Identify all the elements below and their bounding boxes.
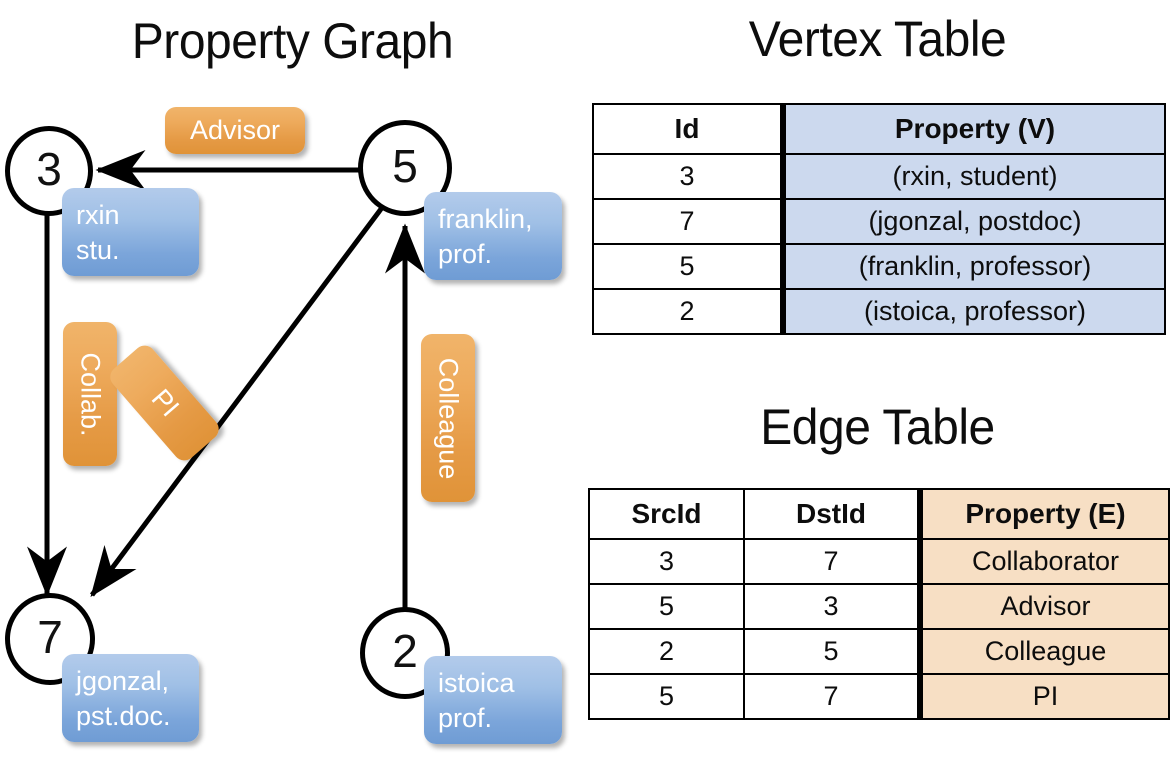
edge-5-to-7 (89, 203, 387, 598)
vertex-row-1-id: 7 (592, 198, 784, 245)
edge-row-2-property: Colleague (917, 628, 1170, 675)
vertex-table: Id Property (V) 3 (rxin, student) 7 (jgo… (592, 103, 1166, 335)
node-property-box-3: rxin stu. (62, 188, 199, 276)
edge-row-1-dst: 3 (743, 583, 921, 630)
edge-table-header-srcid: SrcId (588, 488, 745, 540)
edge-label-advisor-text: Advisor (189, 115, 281, 145)
table-row[interactable]: 5 (franklin, professor) (592, 243, 1166, 290)
vertex-row-1-property: (jgonzal, postdoc) (780, 198, 1166, 245)
table-row[interactable]: 7 (jgonzal, postdoc) (592, 198, 1166, 245)
vertex-row-3-property: (istoica, professor) (780, 288, 1166, 335)
table-row[interactable]: 5 3 Advisor (588, 583, 1170, 630)
edge-label-collab: Collab. (63, 322, 117, 466)
edge-row-3-property: PI (917, 673, 1170, 720)
edge-row-0-dst: 7 (743, 538, 921, 585)
table-row[interactable]: 2 5 Colleague (588, 628, 1170, 675)
edge-table-header-property: Property (E) (917, 488, 1170, 540)
vertex-node-3-id: 3 (36, 143, 62, 195)
node-7-prop-line-2: pst.doc. (76, 701, 171, 732)
edge-row-2-src: 2 (588, 628, 745, 675)
vertex-table-header-property: Property (V) (780, 103, 1166, 155)
node-2-prop-line-2: prof. (438, 703, 493, 734)
table-row[interactable]: 5 7 PI (588, 673, 1170, 720)
node-5-prop-line-2: prof. (438, 239, 493, 270)
edge-table-header-dstid: DstId (743, 488, 921, 540)
edge-label-pi-text: PI (145, 383, 185, 423)
vertex-node-2-id: 2 (392, 625, 418, 677)
vertex-table-header-id: Id (592, 103, 784, 155)
property-graph-panel: Property Graph Advisor Collab. PI Collea… (5, 13, 562, 744)
edge-row-1-src: 5 (588, 583, 745, 630)
node-property-box-2: istoica prof. (424, 656, 562, 744)
edge-table-header-row: SrcId DstId Property (E) (588, 488, 1170, 540)
edge-row-3-src: 5 (588, 673, 745, 720)
node-7-prop-line-1: jgonzal, (76, 666, 170, 696)
edge-table: SrcId DstId Property (E) 3 7 Collaborato… (588, 488, 1170, 720)
node-property-box-7: jgonzal, pst.doc. (62, 654, 199, 742)
vertex-row-2-id: 5 (592, 243, 784, 290)
node-property-box-5: franklin, prof. (424, 192, 562, 280)
node-3-prop-line-1: rxin (76, 200, 120, 230)
edge-row-0-src: 3 (588, 538, 745, 585)
vertex-node-2[interactable]: 2 (360, 607, 450, 699)
vertex-row-0-property: (rxin, student) (780, 153, 1166, 200)
edge-table-title: Edge Table (760, 399, 995, 455)
vertex-row-0-id: 3 (592, 153, 784, 200)
edge-label-colleague-text: Colleague (433, 357, 464, 479)
table-row[interactable]: 3 7 Collaborator (588, 538, 1170, 585)
property-graph-title: Property Graph (131, 13, 454, 69)
table-row[interactable]: 3 (rxin, student) (592, 153, 1166, 200)
edge-label-colleague: Colleague (421, 334, 475, 502)
edge-row-3-dst: 7 (743, 673, 921, 720)
vertex-node-5[interactable]: 5 (358, 120, 452, 216)
graph-edges-svg (27, 150, 425, 612)
vertex-row-3-id: 2 (592, 288, 784, 335)
node-2-prop-line-1: istoica (438, 668, 515, 698)
vertex-table-title: Vertex Table (748, 11, 1007, 67)
edge-label-advisor: Advisor (165, 107, 305, 154)
vertex-row-2-property: (franklin, professor) (780, 243, 1166, 290)
vertex-node-7-id: 7 (37, 611, 63, 663)
node-3-prop-line-2: stu. (76, 235, 120, 266)
edge-row-0-property: Collaborator (917, 538, 1170, 585)
edge-label-collab-text: Collab. (75, 351, 106, 437)
node-5-prop-line-1: franklin, (438, 204, 533, 234)
vertex-node-5-id: 5 (392, 140, 418, 192)
edge-row-2-dst: 5 (743, 628, 921, 675)
edge-row-1-property: Advisor (917, 583, 1170, 630)
vertex-table-header-row: Id Property (V) (592, 103, 1166, 155)
table-row[interactable]: 2 (istoica, professor) (592, 288, 1166, 335)
